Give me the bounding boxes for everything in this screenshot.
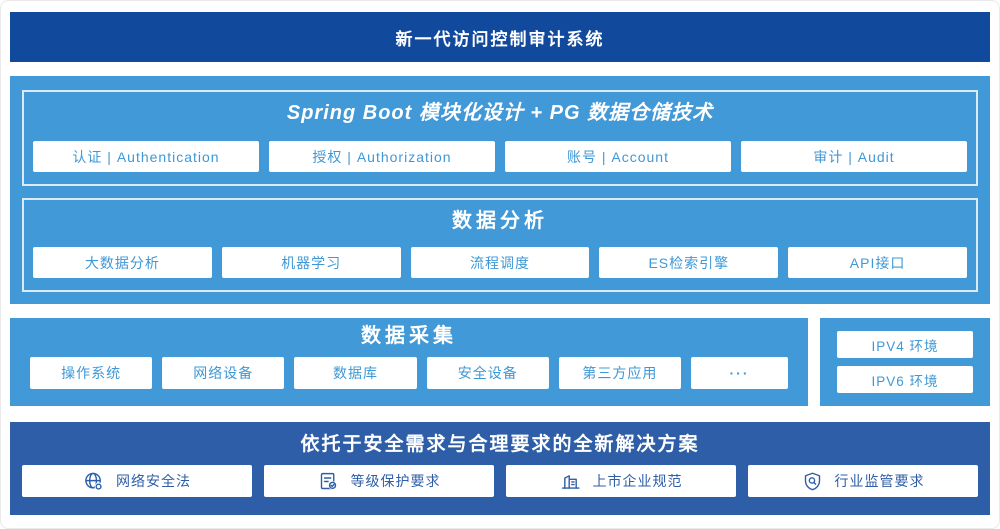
- document-check-icon: [320, 472, 337, 490]
- modules-box: Spring Boot 模块化设计 + PG 数据仓储技术 认证 | Authe…: [22, 90, 978, 186]
- module-audit: 审计 | Audit: [741, 141, 967, 172]
- analysis-es-search: ES检索引擎: [599, 247, 779, 278]
- modules-title: Spring Boot 模块化设计 + PG 数据仓储技术: [286, 102, 714, 124]
- ipv4-env: IPV4 环境: [837, 331, 973, 358]
- ipv6-env: IPV6 环境: [837, 366, 973, 393]
- solution-cybersecurity-law: 网络安全法: [22, 465, 252, 497]
- module-account: 账号 | Account: [505, 141, 731, 172]
- collection-title: 数据采集: [361, 325, 457, 347]
- module-authentication: 认证 | Authentication: [33, 141, 259, 172]
- collect-third-party-app: 第三方应用: [558, 357, 682, 389]
- solution-label: 上市企业规范: [592, 473, 683, 489]
- collect-more: ···: [691, 357, 789, 389]
- solution-section: 依托于安全需求与合理要求的全新解决方案 网络安全法 等级保护要求: [10, 422, 990, 515]
- ip-environment-box: IPV4 环境 IPV6 环境: [820, 318, 990, 406]
- building-icon: [561, 474, 580, 489]
- shield-search-icon: [804, 472, 820, 490]
- modules-row: 认证 | Authentication 授权 | Authorization 账…: [24, 141, 976, 172]
- solution-row: 网络安全法 等级保护要求 上市企业规范: [10, 465, 990, 497]
- collection-row: 操作系统 网络设备 数据库 安全设备 第三方应用 ···: [10, 357, 808, 389]
- analysis-box: 数据分析 大数据分析 机器学习 流程调度 ES检索引擎 API接口: [22, 198, 978, 292]
- solution-label: 等级保护要求: [350, 473, 441, 489]
- collection-section: 数据采集 操作系统 网络设备 数据库 安全设备 第三方应用 ···: [10, 318, 808, 406]
- analysis-title: 数据分析: [452, 210, 548, 232]
- solution-label: 网络安全法: [116, 473, 191, 489]
- module-authorization: 授权 | Authorization: [269, 141, 495, 172]
- analysis-row: 大数据分析 机器学习 流程调度 ES检索引擎 API接口: [24, 247, 976, 278]
- collect-database: 数据库: [294, 357, 417, 389]
- solution-label: 行业监管要求: [834, 473, 925, 489]
- analysis-api: API接口: [788, 247, 967, 278]
- solution-industry-regulation: 行业监管要求: [748, 465, 978, 497]
- collect-os: 操作系统: [30, 357, 153, 389]
- solution-listed-company: 上市企业规范: [506, 465, 736, 497]
- analysis-bigdata: 大数据分析: [33, 247, 212, 278]
- system-title: 新一代访问控制审计系统: [395, 29, 605, 49]
- system-title-banner: 新一代访问控制审计系统: [10, 12, 990, 62]
- collect-security-device: 安全设备: [426, 357, 549, 389]
- solution-title: 依托于安全需求与合理要求的全新解决方案: [300, 434, 700, 455]
- globe-icon: [85, 472, 103, 491]
- analysis-workflow: 流程调度: [410, 247, 590, 278]
- platform-section: Spring Boot 模块化设计 + PG 数据仓储技术 认证 | Authe…: [10, 76, 990, 304]
- analysis-machine-learning: 机器学习: [221, 247, 401, 278]
- collect-network-device: 网络设备: [162, 357, 285, 389]
- solution-classified-protection: 等级保护要求: [264, 465, 494, 497]
